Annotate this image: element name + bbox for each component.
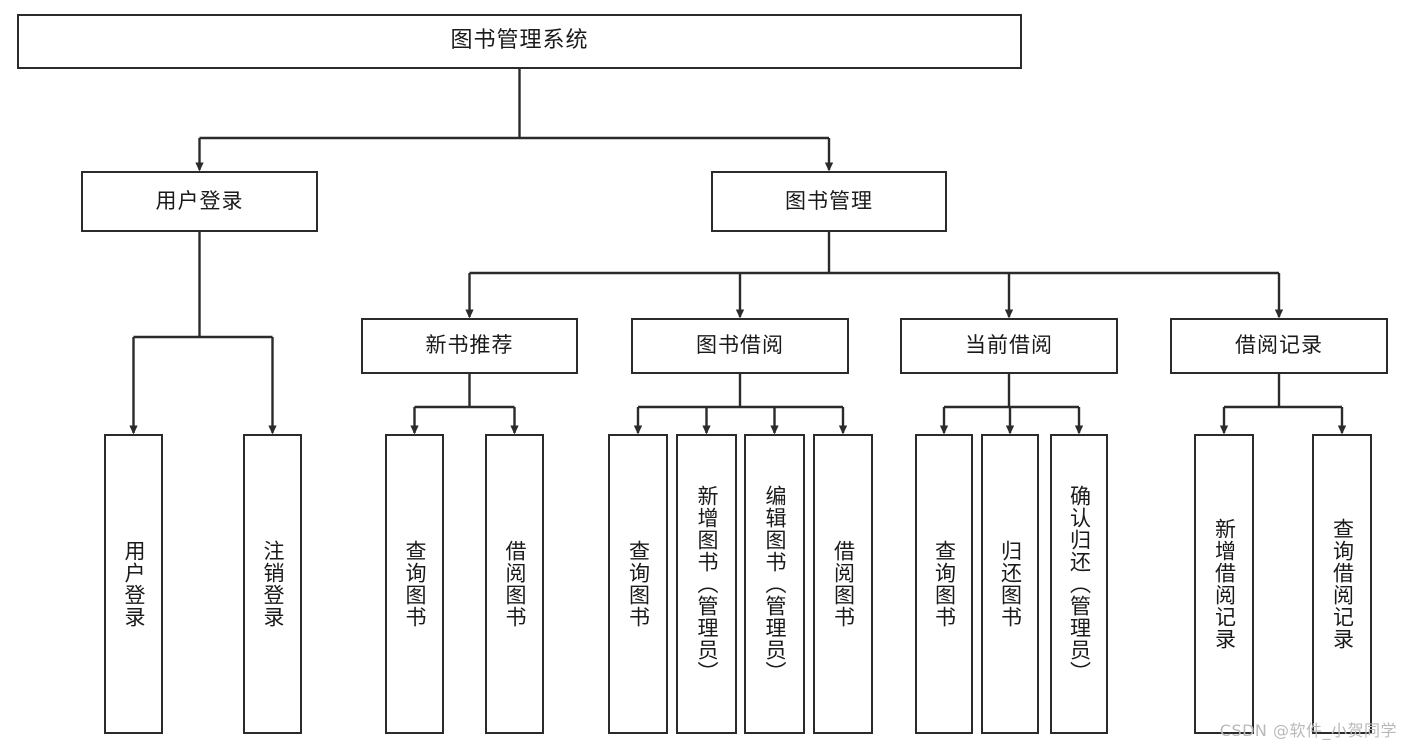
node-label: 新书推荐 <box>425 333 514 358</box>
node-label: 图书借阅 <box>696 333 784 358</box>
node-label: 编辑图书（管理员） <box>762 485 787 683</box>
node-label: 查询图书 <box>932 540 957 628</box>
node-new-book-rec[interactable]: 新书推荐 <box>361 318 578 374</box>
node-leaf-edit-book[interactable]: 编辑图书（管理员） <box>744 434 805 734</box>
node-leaf-query-book-rec[interactable]: 查询图书 <box>385 434 444 734</box>
node-leaf-user-login[interactable]: 用户登录 <box>104 434 163 734</box>
watermark-label: CSDN @软件_小贺同学 <box>1219 721 1397 740</box>
node-leaf-borrow-book-rec[interactable]: 借阅图书 <box>485 434 544 734</box>
node-book-manage[interactable]: 图书管理 <box>711 171 947 232</box>
node-leaf-query-book-cur[interactable]: 查询图书 <box>915 434 973 734</box>
node-label: 借阅图书 <box>831 540 856 628</box>
node-leaf-query-record[interactable]: 查询借阅记录 <box>1312 434 1372 734</box>
node-label: 确认归还（管理员） <box>1067 485 1092 683</box>
node-label: 新增借阅记录 <box>1212 518 1237 650</box>
node-root[interactable]: 图书管理系统 <box>17 14 1022 69</box>
node-leaf-confirm-return[interactable]: 确认归还（管理员） <box>1050 434 1108 734</box>
node-borrow-record[interactable]: 借阅记录 <box>1170 318 1388 374</box>
node-label: 新增图书（管理员） <box>694 485 719 683</box>
node-label: 用户登录 <box>155 188 244 213</box>
node-label: 图书管理 <box>785 188 873 213</box>
node-current-borrow[interactable]: 当前借阅 <box>900 318 1118 374</box>
node-label: 查询图书 <box>402 540 427 628</box>
node-label: 借阅图书 <box>502 540 527 628</box>
node-leaf-return-book[interactable]: 归还图书 <box>981 434 1039 734</box>
node-leaf-logout[interactable]: 注销登录 <box>243 434 302 734</box>
node-leaf-borrow-book[interactable]: 借阅图书 <box>813 434 873 734</box>
node-leaf-add-book[interactable]: 新增图书（管理员） <box>676 434 737 734</box>
node-label: 查询借阅记录 <box>1330 518 1355 650</box>
node-user-login[interactable]: 用户登录 <box>81 171 318 232</box>
node-label: 用户登录 <box>121 540 146 628</box>
node-label: 归还图书 <box>998 540 1023 628</box>
node-leaf-query-book-borrow[interactable]: 查询图书 <box>608 434 668 734</box>
node-label: 查询图书 <box>626 540 651 628</box>
node-label: 图书管理系统 <box>450 28 589 54</box>
node-label: 借阅记录 <box>1235 333 1323 358</box>
node-leaf-add-record[interactable]: 新增借阅记录 <box>1194 434 1254 734</box>
node-label: 注销登录 <box>260 540 285 628</box>
node-book-borrow[interactable]: 图书借阅 <box>631 318 849 374</box>
node-label: 当前借阅 <box>965 333 1053 358</box>
